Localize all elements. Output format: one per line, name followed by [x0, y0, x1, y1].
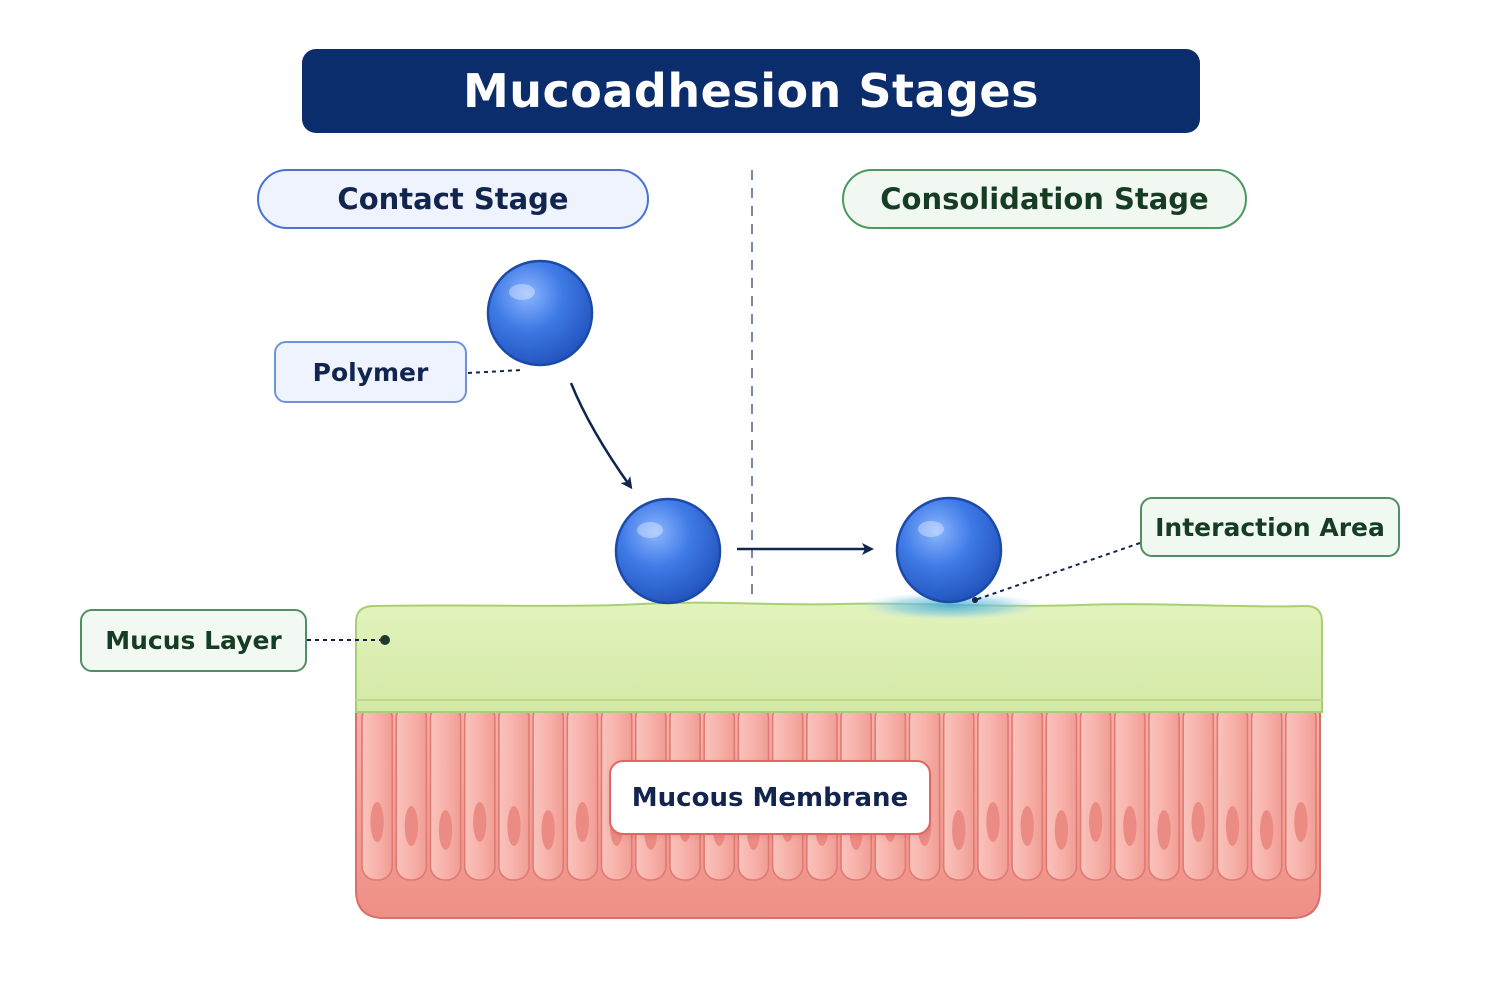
epithelial-cell — [942, 703, 975, 881]
cell-nucleus — [1088, 802, 1103, 842]
cell-nucleus — [541, 810, 555, 850]
cell-nucleus — [473, 802, 487, 842]
arrow-down-icon — [569, 382, 633, 490]
epithelial-cell — [429, 703, 462, 881]
epithelial-cell — [1250, 703, 1283, 881]
interaction-leader — [974, 542, 1141, 601]
consolidation-stage-label: Consolidation Stage — [842, 169, 1247, 229]
cell-nucleus — [1123, 806, 1137, 846]
interaction-leader-dot — [972, 597, 978, 603]
epithelial-cell — [1079, 703, 1112, 881]
cell-nucleus — [1294, 802, 1308, 842]
diagram-title: Mucoadhesion Stages — [302, 49, 1200, 133]
epithelial-cell — [566, 703, 599, 881]
cell-nucleus — [986, 802, 1000, 842]
cell-nucleus — [370, 802, 384, 842]
cell-nucleus — [1020, 806, 1034, 846]
cell-nucleus — [952, 810, 966, 850]
cell-nucleus — [575, 802, 590, 842]
epithelial-cell — [1045, 703, 1078, 881]
mucus-leader-dot — [380, 635, 390, 645]
cell-nucleus — [404, 806, 418, 846]
polymer-sphere-initial — [486, 259, 594, 367]
epithelial-cell — [977, 703, 1009, 881]
epithelial-cell — [1011, 703, 1044, 881]
mucous-membrane-label: Mucous Membrane — [609, 760, 931, 835]
polymer-sphere-consolidation — [895, 496, 1003, 604]
polymer-label: Polymer — [274, 341, 467, 403]
polymer-leader — [467, 369, 523, 374]
sphere-highlight — [637, 522, 663, 538]
contact-stage-label: Contact Stage — [257, 169, 649, 229]
cell-nucleus — [1260, 810, 1274, 850]
mucus-layer-label: Mucus Layer — [80, 609, 307, 672]
cell-nucleus — [1191, 802, 1205, 842]
interaction-area-label: Interaction Area — [1140, 497, 1400, 557]
epithelial-cell — [1216, 703, 1249, 881]
epithelial-cell — [395, 703, 428, 881]
epithelial-cell — [1148, 703, 1180, 881]
epithelial-cell — [532, 703, 565, 881]
sphere-highlight — [918, 521, 944, 537]
cell-nucleus — [1157, 810, 1171, 850]
epithelial-cell — [1113, 703, 1146, 881]
sphere-highlight — [509, 284, 535, 300]
cell-nucleus — [1054, 810, 1069, 850]
cell-nucleus — [507, 806, 521, 846]
polymer-sphere-contact — [614, 497, 722, 605]
cell-nucleus — [438, 810, 453, 850]
epithelial-cell — [498, 703, 530, 881]
epithelial-cell — [463, 703, 496, 881]
epithelial-cell — [1284, 703, 1317, 881]
cell-nucleus — [1225, 806, 1240, 846]
epithelial-cells — [361, 703, 1317, 881]
mucus-layer — [355, 601, 1323, 713]
interaction-area-glow — [858, 592, 1042, 620]
epithelial-cell — [1182, 703, 1215, 881]
epithelial-cell — [361, 703, 394, 881]
